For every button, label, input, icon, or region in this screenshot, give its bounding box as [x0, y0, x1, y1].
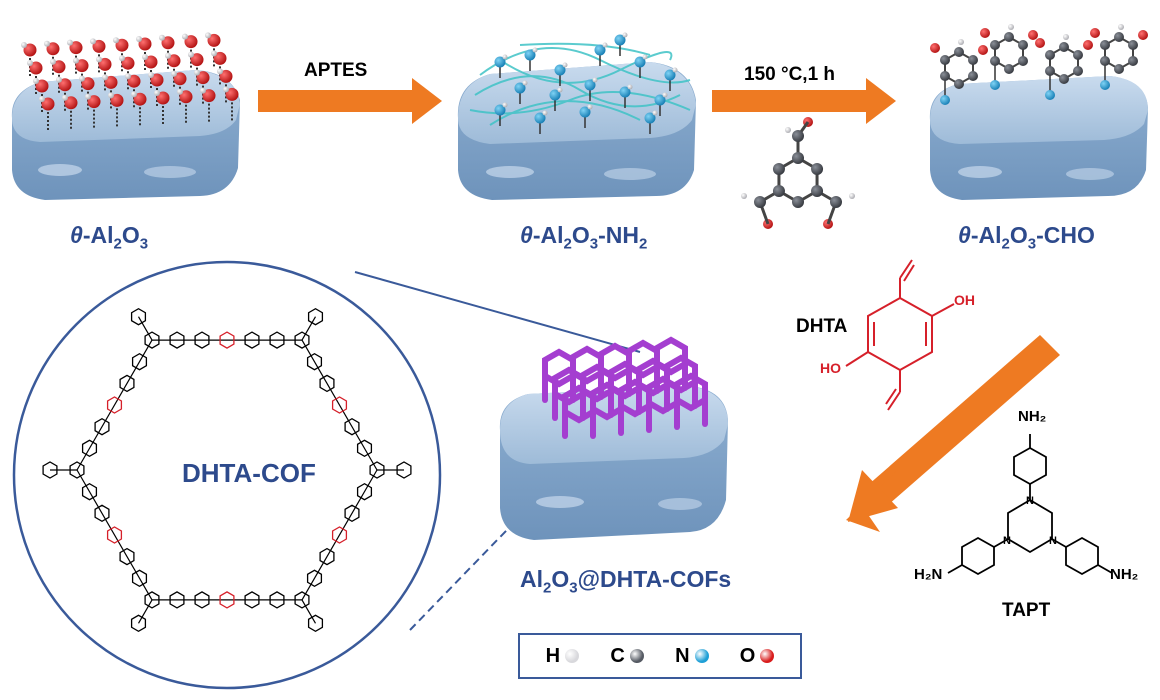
dhta-molecule — [845, 259, 955, 411]
legend-symbol: N — [675, 644, 690, 667]
legend-item-h: H — [545, 644, 580, 668]
legend-atom-dot — [694, 649, 709, 663]
label-al2o3-cho: θ-Al2O3-CHO — [958, 222, 1095, 253]
svg-text:N: N — [1049, 535, 1057, 547]
aldehyde-linkers — [930, 24, 1148, 105]
cof-structure — [42, 307, 412, 633]
legend-item-o: O — [740, 645, 775, 668]
label-al2o3-nh2: θ-Al2O3-NH2 — [520, 222, 648, 253]
label-tapt-h2n: H₂N — [914, 566, 943, 583]
hydroxyl-groups — [21, 32, 239, 132]
amine-groups — [494, 32, 678, 134]
label-tapt: TAPT — [1002, 600, 1051, 621]
legend-item-c: C — [610, 644, 644, 668]
label-dhta-cof: DHTA-COF — [182, 458, 316, 488]
legend-symbol: O — [739, 644, 756, 667]
label-composite: Al2O3@DHTA-COFs — [520, 566, 732, 597]
arrow-aptes — [258, 78, 442, 124]
label-tapt-nh2-top: NH₂ — [1018, 408, 1047, 425]
legend-symbol: H — [545, 644, 561, 667]
label-tapt-nh2-right: NH₂ — [1110, 566, 1139, 583]
label-dhta-oh: OH — [954, 292, 975, 308]
arrow-condensation — [846, 335, 1060, 532]
cof-zoom-circle — [12, 260, 442, 690]
cof-lattice — [542, 336, 708, 439]
legend-atom-dot — [629, 649, 644, 663]
arrow-heating — [712, 78, 896, 124]
label-al2o3: θ-Al2O3 — [70, 222, 149, 253]
substrate-al2o3-cho — [929, 76, 1148, 200]
label-dhta-ho: HO — [820, 360, 841, 376]
tapt-molecule — [947, 434, 1113, 576]
trialdehyde-molecule — [741, 117, 855, 229]
svg-text:N: N — [1026, 495, 1034, 507]
legend-atom-dot — [565, 649, 580, 663]
tapt-n-labels: N N N — [1003, 495, 1057, 547]
legend-item-n: N — [675, 644, 709, 668]
legend-atom-dot — [760, 649, 775, 663]
label-aptes: APTES — [304, 60, 368, 81]
label-conditions: 150 °C,1 h — [744, 64, 836, 85]
label-dhta: DHTA — [796, 316, 848, 337]
substrate-al2o3-nh2 — [457, 62, 696, 200]
legend-symbol: C — [610, 644, 625, 667]
svg-text:N: N — [1003, 535, 1011, 547]
